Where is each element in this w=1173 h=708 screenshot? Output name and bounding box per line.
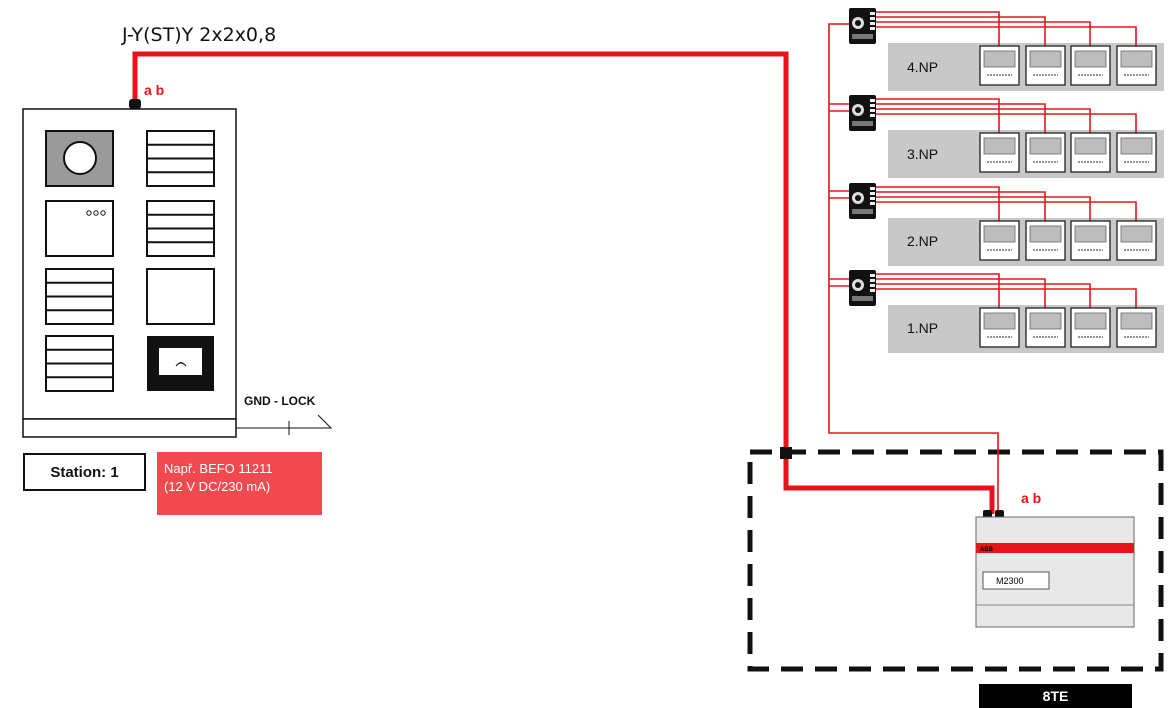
monitor-wire bbox=[876, 201, 1137, 222]
station-label-box: Station: 1 bbox=[23, 453, 146, 491]
speaker-dot-icon bbox=[86, 210, 92, 216]
indoor-monitor-icon bbox=[979, 132, 1020, 173]
distributor-icon bbox=[849, 183, 876, 219]
monitor-wire bbox=[876, 26, 1137, 47]
blank-module bbox=[146, 268, 215, 325]
monitor-wire bbox=[876, 98, 1000, 134]
din-width-badge: 8TE bbox=[979, 684, 1132, 708]
monitor-wire bbox=[876, 273, 1000, 309]
cable-junction bbox=[780, 447, 792, 459]
floor-label-4: 4.NP bbox=[907, 59, 939, 75]
power-supply-note: Např. BEFO 11211 (12 V DC/230 mA) bbox=[157, 452, 322, 515]
indoor-monitor-icon bbox=[1025, 307, 1066, 348]
monitor-wire bbox=[876, 103, 1046, 134]
indoor-monitor-icon bbox=[1116, 307, 1157, 348]
floor-label-2: 2.NP bbox=[907, 233, 939, 249]
floor-label-1: 1.NP bbox=[907, 320, 939, 336]
main-bus-cable bbox=[132, 51, 995, 514]
indoor-monitor-icon bbox=[1025, 220, 1066, 261]
psu-spec: (12 V DC/230 mA) bbox=[164, 479, 271, 494]
indoor-monitor-icon bbox=[1070, 220, 1111, 261]
floor-group-1 bbox=[849, 270, 1164, 353]
monitor-wire bbox=[876, 16, 1046, 47]
monitor-wire bbox=[876, 283, 1091, 309]
controller-model-box bbox=[982, 571, 1050, 590]
monitor-wire bbox=[876, 108, 1091, 134]
indoor-monitor-icon bbox=[1116, 45, 1157, 86]
audio-module bbox=[45, 200, 114, 257]
controller-ab-terminal-label: a b bbox=[1021, 490, 1042, 506]
controller-model-label: M2300 bbox=[996, 576, 1024, 586]
monitor-wire bbox=[876, 21, 1091, 47]
psu-model: Např. BEFO 11211 bbox=[164, 461, 273, 476]
indoor-monitor-icon bbox=[1070, 45, 1111, 86]
lock-contact-icon bbox=[289, 414, 333, 429]
indoor-monitor-icon bbox=[979, 45, 1020, 86]
indoor-monitor-icon bbox=[1116, 132, 1157, 173]
outdoor-terminal bbox=[129, 99, 141, 109]
floor-groups bbox=[849, 8, 1164, 353]
rfid-icon bbox=[175, 362, 187, 367]
gnd-lock-label: GND - LOCK bbox=[244, 394, 316, 408]
cable-type-label: J-Y(ST)Y 2x2x0,8 bbox=[122, 24, 277, 46]
floor-group-2 bbox=[849, 183, 1164, 266]
din-enclosure-outline bbox=[747, 449, 1164, 672]
distributor-icon bbox=[849, 95, 876, 131]
abb-logo: ABB bbox=[980, 547, 994, 553]
camera-lens-icon bbox=[63, 141, 97, 175]
riser-wire bbox=[828, 285, 999, 514]
indoor-monitor-icon bbox=[1070, 307, 1111, 348]
monitor-wire bbox=[876, 196, 1091, 222]
indoor-monitor-icon bbox=[1025, 45, 1066, 86]
distributor-icon bbox=[849, 8, 876, 44]
indoor-monitor-icon bbox=[1116, 220, 1157, 261]
floor-group-4 bbox=[849, 8, 1164, 91]
outdoor-station-panel bbox=[22, 108, 237, 438]
monitor-wire bbox=[876, 186, 1000, 222]
controller-m2300: ABB M2300 bbox=[975, 510, 1135, 628]
monitor-wire bbox=[876, 288, 1137, 309]
controller-red-band bbox=[976, 543, 1134, 553]
monitor-wire bbox=[876, 113, 1137, 134]
monitor-wire bbox=[876, 11, 1000, 47]
indoor-monitor-icon bbox=[1025, 132, 1066, 173]
indoor-monitor-icon bbox=[979, 220, 1020, 261]
floor-label-3: 3.NP bbox=[907, 146, 939, 162]
monitor-wire bbox=[876, 191, 1046, 222]
indoor-monitor-icon bbox=[1070, 132, 1111, 173]
outdoor-ab-terminal-label: a b bbox=[144, 82, 165, 98]
floor-group-3 bbox=[849, 95, 1164, 178]
indoor-monitor-icon bbox=[979, 307, 1020, 348]
monitor-wire bbox=[876, 278, 1046, 309]
distributor-icon bbox=[849, 270, 876, 306]
